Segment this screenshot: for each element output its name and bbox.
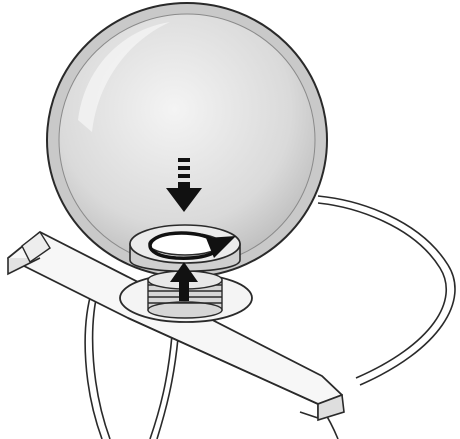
arrow-down-dash-1	[178, 158, 190, 162]
frame-loop-inner	[318, 203, 446, 378]
arrow-up-shaft	[179, 281, 189, 301]
frame-leg-center-inner	[157, 338, 178, 439]
frame-loop-outer	[318, 196, 455, 385]
arrow-down-dash-2	[178, 166, 190, 170]
socket-bottom	[148, 302, 222, 318]
arrow-down-shaft	[178, 182, 190, 188]
lamp-frame-loop	[318, 196, 455, 385]
arrow-down-dash-3	[178, 174, 190, 178]
